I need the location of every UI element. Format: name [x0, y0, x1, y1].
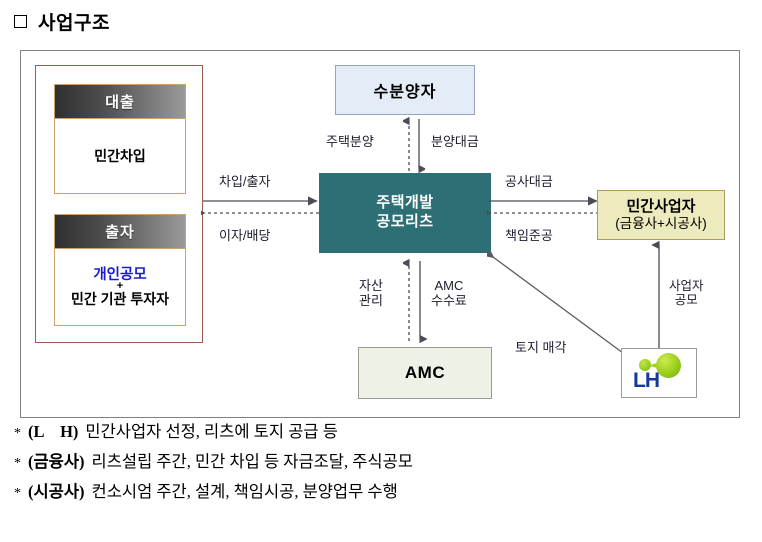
- equity-card: 출자 개인공모 + 민간 기관 투자자: [54, 214, 186, 326]
- node-buyer-label: 수분양자: [373, 84, 437, 101]
- node-amc: AMC: [358, 347, 492, 399]
- node-reits-line1: 주택개발: [376, 194, 434, 212]
- equity-card-header: 출자: [55, 215, 185, 249]
- diagram-frame: 대출 민간차입 출자 개인공모 + 민간 기관 투자자 수분양자: [20, 50, 740, 418]
- footnote-financial-body: 리츠설립 주간, 민간 차입 등 자금조달, 주식공모: [91, 452, 413, 471]
- equity-institutional-label: 민간 기관 투자자: [71, 291, 169, 308]
- label-asset-management: 자산 관리: [359, 278, 383, 309]
- lh-logo-wedge-icon: [648, 362, 661, 369]
- label-operator-bid-line2: 공모: [674, 293, 698, 308]
- buyer-reits-arrows: [403, 117, 425, 173]
- footnote-financial-tag: (금융사): [28, 452, 85, 471]
- node-private-line1: 민간사업자: [626, 198, 696, 216]
- footnote-star: *: [14, 456, 21, 471]
- loan-card-header: 대출: [55, 85, 185, 119]
- funding-reits-arrows: [201, 196, 319, 218]
- footnote-lh-tag: (L H): [28, 422, 79, 441]
- equity-plus-sign: +: [116, 280, 124, 293]
- footnote-lh: * (L H) 민간사업자 선정, 리츠에 토지 공급 등: [14, 422, 744, 441]
- page-title-row: 사업구조: [14, 8, 110, 35]
- node-amc-label: AMC: [404, 363, 446, 382]
- lh-logo-icon: LH: [623, 349, 695, 397]
- page-title: 사업구조: [38, 13, 110, 34]
- label-sale-proceeds: 분양대금: [431, 134, 479, 149]
- square-bullet-icon: [14, 15, 27, 28]
- label-amc-fee-line2: 수수료: [431, 292, 467, 308]
- label-construction-payment: 공사대금: [505, 174, 553, 189]
- loan-card-body: 민간차입: [55, 119, 185, 193]
- lh-logo-big-dot-icon: [656, 353, 681, 378]
- label-land-sale: 토지 매각: [515, 340, 567, 355]
- label-asset-management-line1: 자산: [359, 278, 383, 293]
- node-private-operator: 민간사업자 (금융사+시공사): [597, 190, 725, 240]
- label-interest-dividend: 이자/배당: [219, 228, 271, 243]
- footnote-financial: * (금융사) 리츠설립 주간, 민간 차입 등 자금조달, 주식공모: [14, 452, 744, 471]
- node-buyer: 수분양자: [335, 65, 475, 115]
- label-asset-management-line2: 관리: [359, 292, 383, 308]
- label-borrow-invest: 차입/출자: [219, 174, 271, 189]
- footnotes: * (L H) 민간사업자 선정, 리츠에 토지 공급 등 * (금융사) 리츠…: [14, 422, 744, 514]
- footnote-constructor-body: 컨소시엄 주간, 설계, 책임시공, 분양업무 수행: [91, 482, 398, 501]
- label-operator-bid: 사업자 공모: [669, 279, 704, 308]
- label-amc-fee: AMC 수수료: [431, 278, 467, 309]
- loan-card: 대출 민간차입: [54, 84, 186, 194]
- footnote-constructor-tag: (시공사): [28, 482, 85, 501]
- footnote-star: *: [14, 486, 21, 501]
- land-sale-arrow: [487, 251, 624, 354]
- funding-panel: 대출 민간차입 출자 개인공모 + 민간 기관 투자자: [35, 65, 203, 343]
- node-reits: 주택개발 공모리츠: [319, 173, 491, 253]
- node-lh: LH: [621, 348, 697, 398]
- node-reits-line2: 공모리츠: [376, 213, 434, 230]
- label-completion-guarantee: 책임준공: [505, 228, 553, 243]
- label-housing-supply: 주택분양: [326, 134, 374, 149]
- node-private-line2: (금융사+시공사): [615, 215, 707, 231]
- lh-logo-text: LH: [633, 369, 660, 392]
- loan-card-line: 민간차입: [94, 147, 146, 164]
- equity-public-offering-label: 개인공모: [93, 266, 147, 283]
- lh-logo-small-dot-icon: [639, 359, 651, 371]
- reits-amc-arrows: [403, 259, 427, 343]
- equity-card-body: 개인공모 + 민간 기관 투자자: [55, 249, 185, 325]
- operator-bid-arrow: [651, 241, 660, 349]
- footnote-constructor: * (시공사) 컨소시엄 주간, 설계, 책임시공, 분양업무 수행: [14, 482, 744, 501]
- label-amc-fee-line1: AMC: [434, 278, 464, 293]
- label-operator-bid-line1: 사업자: [669, 279, 704, 293]
- reits-private-arrows: [487, 196, 599, 218]
- footnote-star: *: [14, 426, 21, 441]
- footnote-lh-body: 민간사업자 선정, 리츠에 토지 공급 등: [85, 422, 338, 441]
